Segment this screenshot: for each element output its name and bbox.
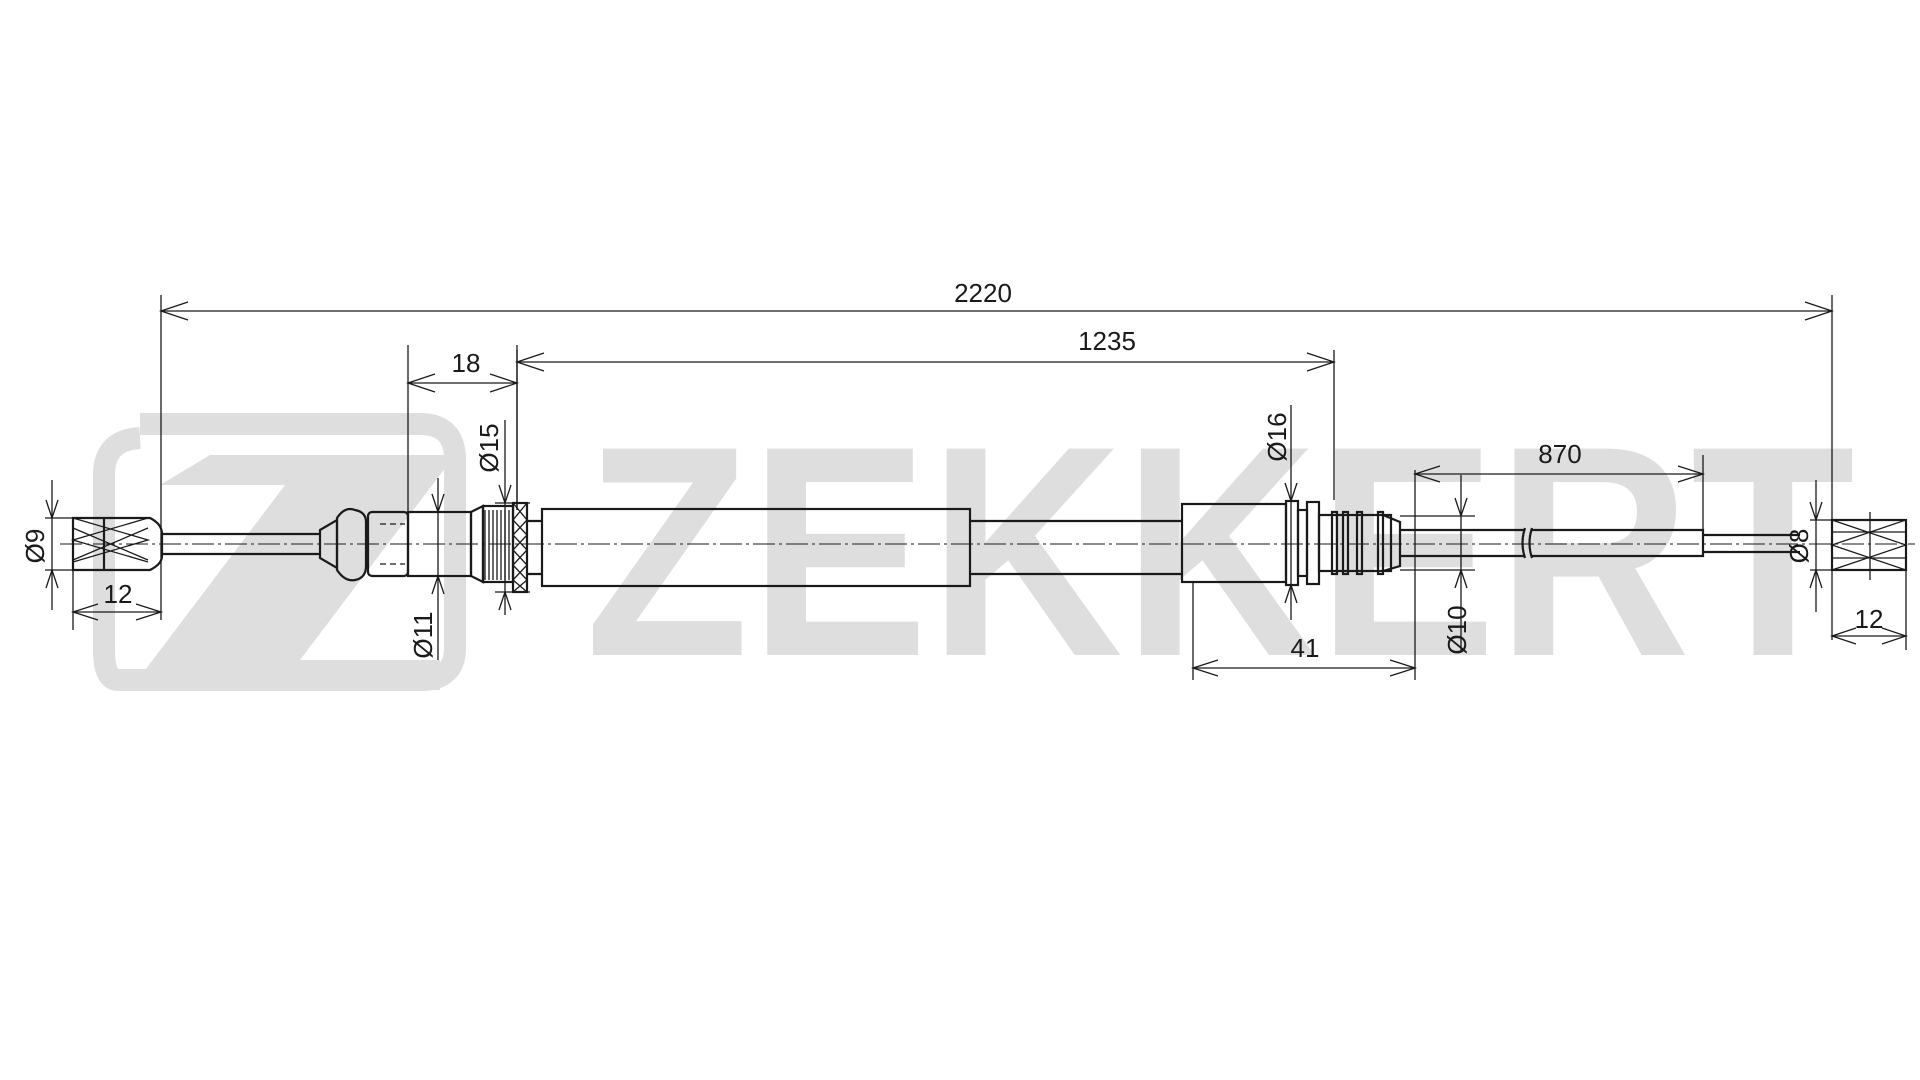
right-housing xyxy=(1180,499,1402,587)
dia-label-right-flange: Ø16 xyxy=(1262,412,1292,461)
middle-tube xyxy=(540,507,972,588)
diameter-right-end xyxy=(1809,480,1832,612)
watermark-logo xyxy=(93,413,466,691)
dim-label-collar: 18 xyxy=(452,348,481,378)
diameter-flange xyxy=(495,420,530,615)
dimension-right-end xyxy=(1829,570,1909,650)
dia-label-left-end: Ø9 xyxy=(20,529,50,564)
right-sheath xyxy=(1400,527,1800,559)
dia-label-right-end: Ø8 xyxy=(1784,529,1814,564)
dim-label-inner: 1235 xyxy=(1078,326,1136,356)
dimension-sheath xyxy=(1412,455,1706,530)
dim-label-left-end: 12 xyxy=(104,579,133,609)
diameter-collar xyxy=(431,478,445,660)
logo-z-icon xyxy=(130,455,455,690)
dimension-housing xyxy=(1190,470,1418,680)
dim-label-sheath: 870 xyxy=(1538,439,1581,469)
dimension-left-end xyxy=(70,570,164,630)
dim-label-housing: 41 xyxy=(1291,633,1320,663)
diameter-right-flange xyxy=(1284,405,1298,620)
left-rod xyxy=(162,532,320,556)
dim-label-right-end: 12 xyxy=(1855,604,1884,634)
diameter-left-end xyxy=(45,480,73,610)
dimension-overall xyxy=(158,295,1835,640)
dia-label-flange: Ø15 xyxy=(474,423,504,472)
dim-label-overall: 2220 xyxy=(954,278,1012,308)
dia-label-collar: Ø11 xyxy=(408,611,438,658)
left-end-fitting xyxy=(70,516,164,572)
watermark-brand-text: ZEKKERT xyxy=(585,383,1855,719)
dimension-collar xyxy=(405,345,520,512)
middle-sheath xyxy=(970,519,1182,576)
dia-label-right-sheath: Ø10 xyxy=(1442,605,1472,654)
diameter-right-sheath xyxy=(1400,475,1475,650)
left-collar-assembly xyxy=(318,501,542,594)
